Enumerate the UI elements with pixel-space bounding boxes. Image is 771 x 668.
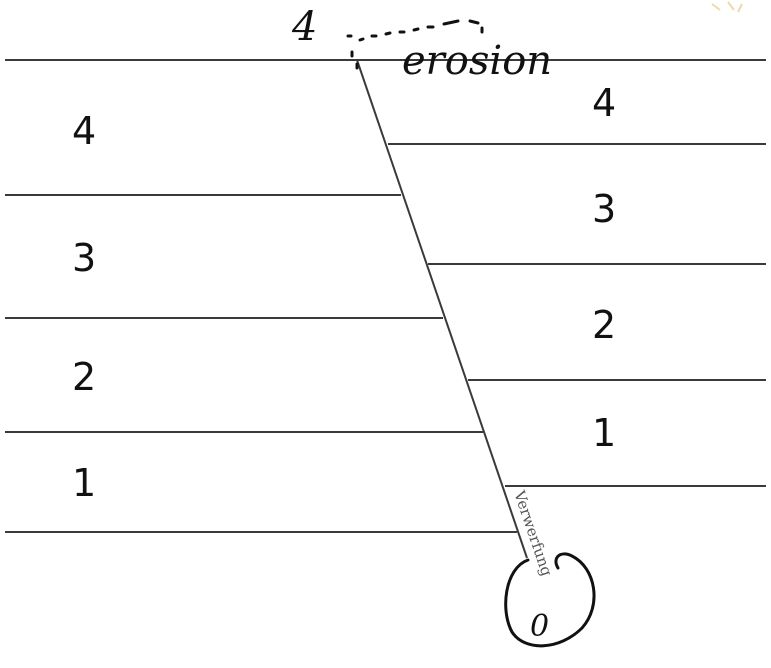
right-layer-label-3: 3 — [592, 187, 616, 231]
handwritten-dotted-erosion-line — [346, 19, 484, 70]
left-layer-label-1: 1 — [72, 461, 96, 505]
handwritten-erosion-text: erosion — [402, 38, 552, 84]
left-layer-label-2: 2 — [72, 355, 96, 399]
left-layer-label-3: 3 — [72, 236, 96, 280]
handwritten-circle-number: 0 — [530, 609, 549, 644]
right-layer-label-4: 4 — [592, 81, 616, 125]
handwritten-top-number: 4 — [291, 4, 317, 50]
corner-mark-icon — [711, 1, 743, 13]
right-layer-label-1: 1 — [592, 411, 616, 455]
fault-label: Verwerfung — [510, 488, 556, 579]
fault-line — [356, 59, 528, 559]
handwritten-circle — [504, 552, 596, 648]
left-layer-label-4: 4 — [72, 109, 96, 153]
right-layer-label-2: 2 — [592, 303, 616, 347]
